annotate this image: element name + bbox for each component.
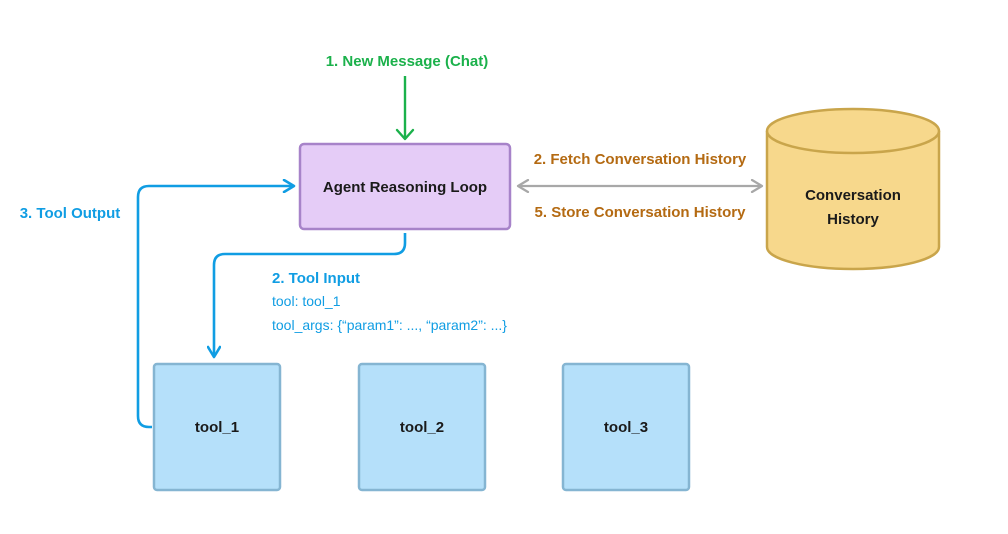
conversation-history-database-icon [765, 107, 941, 271]
agent-reasoning-loop-label: Agent Reasoning Loop [323, 179, 487, 196]
agent-reasoning-loop-box [298, 142, 512, 231]
tool-3-box [561, 362, 691, 492]
tool-input-label: 2. Tool Input [272, 270, 360, 287]
tool-input-arrow [214, 233, 407, 357]
tool-2-box [357, 362, 487, 492]
tool-output-arrow [136, 186, 294, 429]
tool-1-label: tool_1 [195, 419, 239, 436]
tool-input-tool-line: tool: tool_1 [272, 293, 341, 309]
new-message-arrowhead [395, 128, 415, 141]
database-label-line1: Conversation [805, 187, 901, 204]
tool-output-label: 3. Tool Output [20, 205, 121, 222]
database-label-line2: History [827, 211, 879, 228]
tool-2-label: tool_2 [400, 419, 444, 436]
store-history-label: 5. Store Conversation History [535, 204, 747, 221]
fetch-history-label: 2. Fetch Conversation History [534, 151, 747, 168]
tool-3-label: tool_3 [604, 419, 648, 436]
tool-input-args-line: tool_args: {“param1”: ..., “param2”: ...… [272, 317, 507, 333]
tool-1-box [152, 362, 282, 492]
new-message-label: 1. New Message (Chat) [326, 53, 489, 70]
